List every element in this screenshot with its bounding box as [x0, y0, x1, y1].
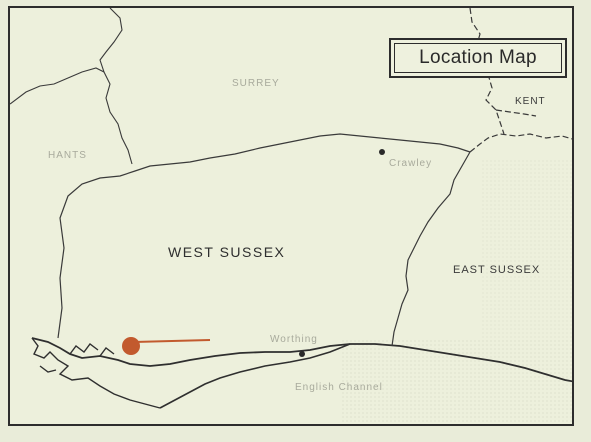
hants-west-boundary [10, 67, 105, 105]
map-title-inner-border [394, 43, 562, 73]
crawley-dot [379, 149, 385, 155]
map-canvas [10, 8, 572, 424]
coastline [31, 337, 572, 383]
map-title-box: Location Map [389, 38, 567, 78]
surrey-hants-boundary [99, 8, 133, 165]
east-sussex-north-boundary [469, 133, 572, 153]
kent-boundary [495, 109, 537, 117]
location-marker [122, 337, 140, 355]
sea-texture [340, 338, 572, 424]
label-worthing: Worthing [270, 334, 318, 345]
east-texture [480, 158, 572, 338]
location-marker-line [133, 339, 211, 343]
map-title: Location Map [419, 47, 537, 68]
west-sussex-north-boundary [57, 133, 471, 339]
label-west-sussex: WEST SUSSEX [168, 244, 286, 260]
worthing-dot [299, 351, 305, 357]
label-crawley: Crawley [389, 158, 433, 169]
label-east-sussex: EAST SUSSEX [453, 264, 541, 276]
label-surrey: SURREY [232, 78, 280, 89]
map-frame: Location Map SURREY KENT HANTS WEST SUSS… [8, 6, 574, 426]
label-hants: HANTS [48, 150, 87, 161]
label-kent: KENT [515, 96, 546, 107]
selsey-peninsula [159, 343, 351, 409]
harbour-inlets [31, 337, 161, 409]
label-english-channel: English Channel [295, 382, 383, 393]
west-east-sussex-boundary [391, 151, 471, 347]
